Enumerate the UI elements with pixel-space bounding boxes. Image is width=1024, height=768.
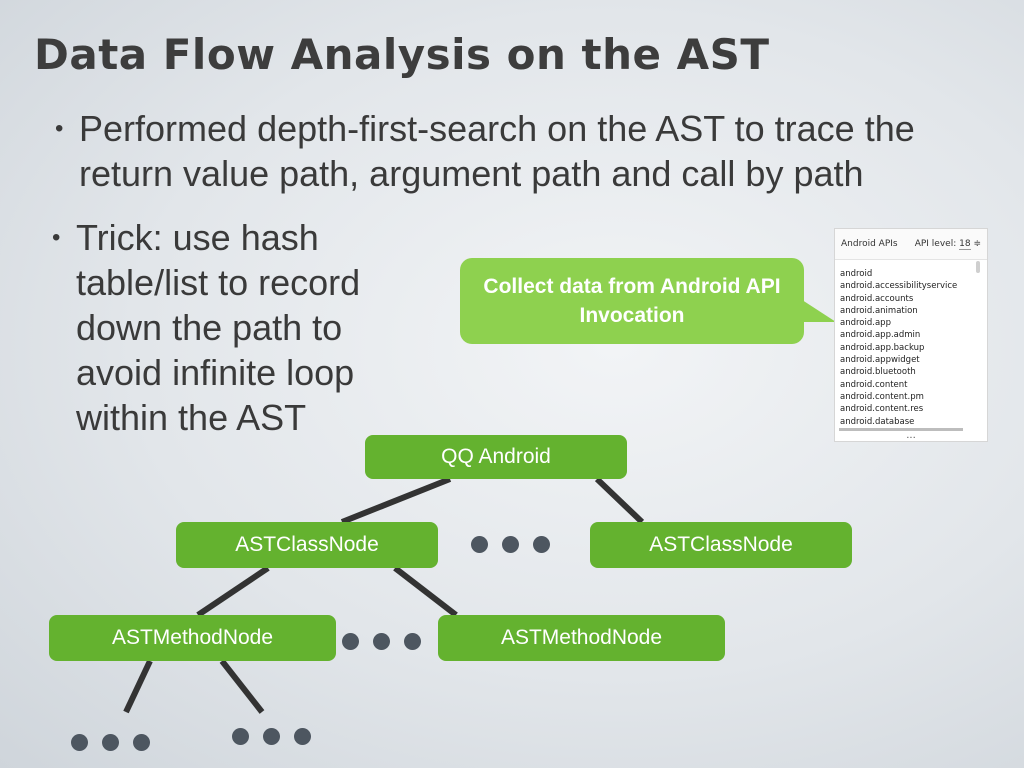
dot bbox=[404, 633, 421, 650]
bullet-trick: • Trick: use hash table/list to record d… bbox=[52, 215, 396, 440]
api-level-label: API level: bbox=[914, 239, 957, 249]
api-level-select[interactable]: API level: 18 ≑ bbox=[914, 239, 981, 250]
api-level-value: 18 bbox=[959, 239, 971, 250]
node-label: ASTMethodNode bbox=[500, 626, 663, 649]
api-panel-title: Android APIs bbox=[841, 239, 898, 249]
dot bbox=[294, 728, 311, 745]
bullet-dot: • bbox=[52, 224, 61, 251]
node-label: ASTClassNode bbox=[649, 533, 793, 556]
ellipsis-dots bbox=[232, 728, 311, 745]
dot bbox=[133, 734, 150, 751]
node-label: ASTMethodNode bbox=[111, 626, 274, 649]
dot bbox=[342, 633, 359, 650]
dot bbox=[232, 728, 249, 745]
dot bbox=[502, 536, 519, 553]
node-label: QQ Android bbox=[441, 445, 551, 468]
dot bbox=[533, 536, 550, 553]
api-list-hscrollbar[interactable] bbox=[839, 428, 963, 431]
slide-title: Data Flow Analysis on the AST bbox=[34, 30, 770, 79]
api-panel-header: Android APIs API level: 18 ≑ bbox=[835, 229, 987, 260]
tree-root-node: QQ Android bbox=[365, 435, 627, 479]
api-package-item[interactable]: android.app.admin bbox=[840, 330, 921, 341]
updown-arrow-icon: ≑ bbox=[973, 239, 981, 249]
bullet-dfs: • Performed depth-first-search on the AS… bbox=[55, 106, 919, 196]
edge-method1-left bbox=[123, 659, 153, 714]
api-package-item[interactable]: android.database bbox=[840, 416, 915, 427]
edge-root-class2 bbox=[594, 476, 645, 525]
class-node-right: ASTClassNode bbox=[590, 522, 852, 568]
bullet-text: Performed depth-first-search on the AST … bbox=[79, 108, 915, 194]
api-package-item[interactable]: android.bluetooth bbox=[840, 367, 916, 378]
api-package-item[interactable]: android.content.res bbox=[840, 404, 924, 415]
api-package-item[interactable]: android.content.pm bbox=[840, 391, 924, 402]
method-node-right: ASTMethodNode bbox=[438, 615, 725, 661]
api-package-item[interactable]: android.accessibilityservice bbox=[840, 281, 958, 292]
api-package-item[interactable]: android.app bbox=[840, 318, 891, 329]
dot bbox=[102, 734, 119, 751]
node-label: ASTClassNode bbox=[235, 533, 379, 556]
api-package-item[interactable]: android.appwidget bbox=[840, 355, 920, 366]
api-package-item[interactable]: android bbox=[840, 269, 873, 279]
class-node-left: ASTClassNode bbox=[176, 522, 438, 568]
edge-class1-method2 bbox=[393, 565, 458, 618]
bullet-dot: • bbox=[55, 115, 64, 142]
dot bbox=[263, 728, 280, 745]
api-more-indicator: ... bbox=[835, 431, 987, 441]
bullet-text: Trick: use hash table/list to record dow… bbox=[76, 217, 361, 438]
api-package-item[interactable]: android.app.backup bbox=[840, 342, 925, 353]
ellipsis-dots bbox=[471, 536, 550, 553]
ellipsis-dots bbox=[71, 734, 150, 751]
api-package-item[interactable]: android.accounts bbox=[840, 293, 914, 304]
dot bbox=[471, 536, 488, 553]
api-list-scrollbar[interactable] bbox=[976, 261, 980, 273]
edge-class1-method1 bbox=[196, 565, 270, 618]
ellipsis-dots bbox=[342, 633, 421, 650]
android-api-panel: Android APIs API level: 18 ≑ android and… bbox=[834, 228, 988, 442]
edge-root-class1 bbox=[340, 476, 452, 525]
dot bbox=[373, 633, 390, 650]
api-package-item[interactable]: android.animation bbox=[840, 305, 918, 316]
callout-text: Collect data from Android API Invocation bbox=[483, 275, 781, 327]
callout-bubble: Collect data from Android API Invocation bbox=[460, 258, 804, 344]
api-package-item[interactable]: android.content bbox=[840, 379, 908, 390]
method-node-left: ASTMethodNode bbox=[49, 615, 336, 661]
edge-method1-right bbox=[219, 659, 265, 714]
dot bbox=[71, 734, 88, 751]
